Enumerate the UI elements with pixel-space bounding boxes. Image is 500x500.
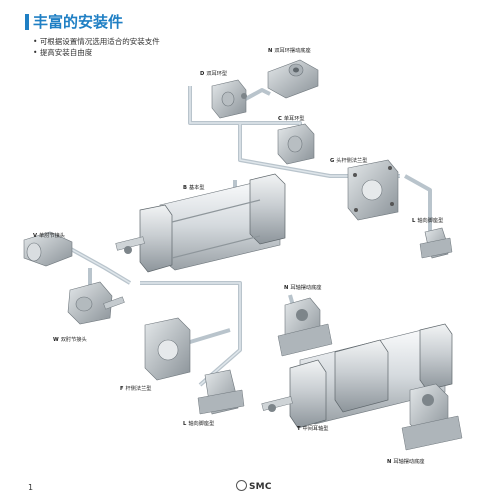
- title-accent-bar: [25, 14, 29, 30]
- page-number: 1: [28, 483, 34, 492]
- axial-foot-part-upper: [419, 227, 453, 259]
- rod-flange-part: [144, 317, 191, 381]
- bullet-item: • 可根据设置情况选用适合的安装支件: [33, 37, 160, 46]
- double-knuckle-joint-part: [67, 281, 125, 325]
- double-clevis-part: [211, 79, 247, 119]
- brand-logo: SMC: [236, 480, 272, 492]
- head-flange-part: [347, 159, 399, 221]
- center-trunnion-cylinder-part: [261, 323, 453, 429]
- single-knuckle-joint-part: [23, 231, 73, 267]
- basic-cylinder-part: [115, 173, 286, 273]
- axial-foot-part-lower: [197, 369, 245, 415]
- trunnion-pivot-bracket-upper-part: [277, 297, 333, 357]
- trunnion-pivot-bracket-lower-part: [401, 383, 463, 451]
- feature-bullets: • 可根据设置情况选用适合的安装支件 • 提高安装自由度: [33, 36, 160, 58]
- double-clevis-pivot-bracket-part: [267, 59, 319, 99]
- single-clevis-part: [277, 123, 315, 165]
- page-title: 丰富的安装件: [33, 13, 124, 31]
- smc-logo-icon: [236, 480, 247, 491]
- bullet-item: • 提高安装自由度: [33, 48, 93, 57]
